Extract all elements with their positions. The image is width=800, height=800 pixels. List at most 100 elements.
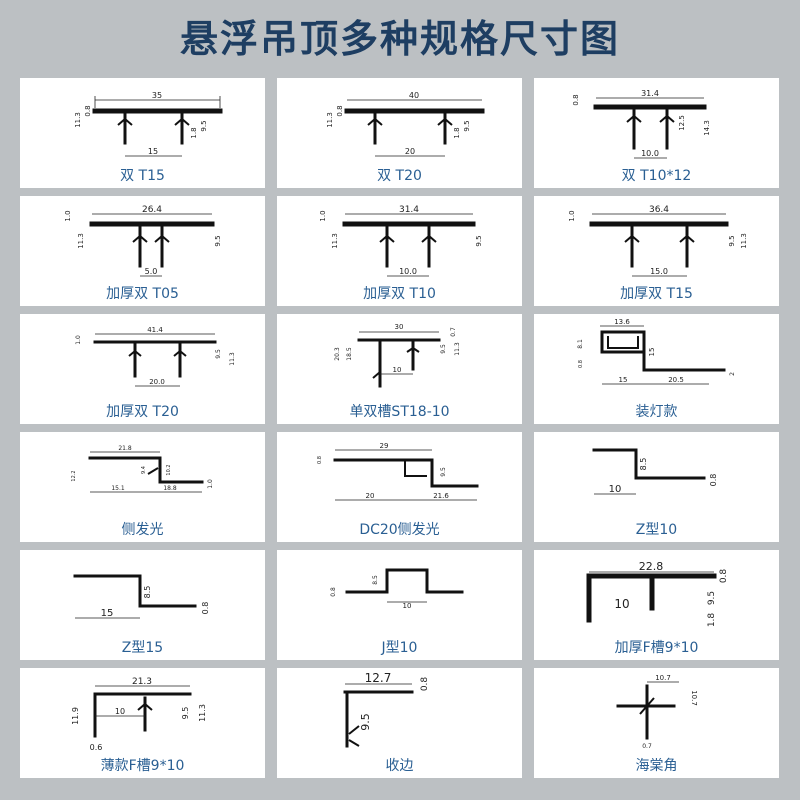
dim-label: 1.8 bbox=[453, 127, 461, 138]
dim-label: 12.2 bbox=[71, 470, 77, 481]
dim-label: 21.6 bbox=[433, 492, 449, 500]
profile-name: 双 T10*12 bbox=[621, 168, 692, 184]
profile-card-side-light: 21.8 12.2 9.4 10.2 15.1 18.8 1.0 侧发光 bbox=[20, 432, 265, 542]
dim-label: 11.3 bbox=[326, 112, 334, 128]
profile-card-dc20-side-light: 29 0.8 9.5 20 21.6 DC20侧发光 bbox=[277, 432, 522, 542]
profile-name: DC20侧发光 bbox=[359, 522, 440, 538]
dim-label: 15 bbox=[619, 376, 628, 384]
dim-label: 0.8 bbox=[420, 677, 430, 692]
dim-label: 41.4 bbox=[147, 326, 163, 334]
profile-drawing: 8.5 0.8 10 bbox=[330, 568, 464, 610]
dim-label: 1.0 bbox=[568, 210, 576, 221]
profile-name: 加厚双 T05 bbox=[106, 286, 179, 302]
profile-drawing: 36.4 15.0 1.0 9.5 11.3 bbox=[568, 205, 748, 277]
dim-label: 13.6 bbox=[614, 318, 630, 326]
dim-label: 9.5 bbox=[463, 120, 471, 131]
dim-label: 9.5 bbox=[181, 707, 190, 720]
profile-name: J型10 bbox=[381, 640, 418, 656]
profile-name: 侧发光 bbox=[121, 522, 164, 538]
profile-card-thick-double-t15: 36.4 15.0 1.0 9.5 11.3 加厚双 T15 bbox=[534, 196, 779, 306]
dim-label: 11.3 bbox=[740, 233, 748, 249]
profile-card-double-t20: 40 20 11.3 0.8 1.8 9.5 双 T20 bbox=[277, 78, 522, 188]
profile-name: 加厚F槽9*10 bbox=[614, 640, 699, 656]
dim-label: 8.5 bbox=[372, 575, 379, 585]
profile-card-thick-double-t05: 26.4 5.0 1.0 11.3 9.5 加厚双 T05 bbox=[20, 196, 265, 306]
dim-label: 20 bbox=[405, 147, 415, 156]
dim-label: 11.9 bbox=[71, 707, 80, 725]
profile-name: 单双槽ST18-10 bbox=[349, 404, 450, 420]
dim-label: 10.7 bbox=[690, 690, 698, 706]
dim-label: 30 bbox=[395, 323, 404, 331]
profile-card-thick-f-groove: 22.8 0.8 9.5 10 1.8 加厚F槽9*10 bbox=[534, 550, 779, 660]
dim-label: 9.5 bbox=[440, 467, 447, 477]
profile-card-double-t15: 35 15 11.3 0.8 1.8 9.5 双 T15 bbox=[20, 78, 265, 188]
dim-label: 10 bbox=[609, 484, 622, 495]
dim-label: 11.3 bbox=[229, 352, 236, 366]
dim-label: 1.8 bbox=[707, 613, 717, 628]
dim-label: 9.5 bbox=[359, 713, 372, 731]
dim-label: 0.8 bbox=[719, 569, 729, 584]
dim-label: 0.8 bbox=[84, 105, 92, 116]
profile-card-z15: 8.5 15 0.8 Z型15 bbox=[20, 550, 265, 660]
profile-name: 加厚双 T10 bbox=[363, 286, 436, 302]
dim-label: 15 bbox=[148, 147, 158, 156]
profile-drawing: 21.8 12.2 9.4 10.2 15.1 18.8 1.0 bbox=[71, 445, 214, 493]
profile-drawing: 8.5 10 0.8 bbox=[592, 448, 718, 495]
dim-label: 20.3 bbox=[334, 347, 341, 361]
profile-card-z10: 8.5 10 0.8 Z型10 bbox=[534, 432, 779, 542]
profile-name: 双 T20 bbox=[377, 168, 422, 184]
dim-label: 1.8 bbox=[190, 127, 198, 138]
profile-drawing: 21.3 11.9 10 9.5 11.3 0.6 bbox=[71, 677, 207, 752]
dim-label: 35 bbox=[152, 91, 162, 100]
profile-card-thin-f-groove: 21.3 11.9 10 9.5 11.3 0.6 薄款F槽9*10 bbox=[20, 668, 265, 778]
dim-label: 10.7 bbox=[655, 674, 671, 682]
dim-label: 10.0 bbox=[399, 267, 417, 276]
dim-label: 0.8 bbox=[201, 602, 210, 615]
profile-card-light-mount: 13.6 8.1 0.8 15 15 20.5 2 装灯款 bbox=[534, 314, 779, 424]
profile-drawing: 22.8 0.8 9.5 10 1.8 bbox=[586, 560, 729, 628]
dim-label: 0.8 bbox=[709, 474, 718, 487]
profile-name: 收边 bbox=[385, 758, 414, 774]
dim-label: 40 bbox=[409, 91, 419, 100]
profile-card-edge-trim: 12.7 0.8 9.5 收边 bbox=[277, 668, 522, 778]
profile-name: Z型15 bbox=[121, 640, 164, 656]
dim-label: 10 bbox=[393, 366, 402, 374]
dim-label: 9.5 bbox=[200, 120, 208, 131]
profile-card-double-t10x12: 31.4 10.0 0.8 12.5 14.3 双 T10*12 bbox=[534, 78, 779, 188]
profile-drawing: 29 0.8 9.5 20 21.6 bbox=[317, 442, 479, 501]
profile-name: 薄款F槽9*10 bbox=[100, 758, 185, 774]
dim-label: 8.1 bbox=[577, 339, 584, 349]
dim-label: 15 bbox=[648, 348, 656, 357]
dim-label: 20.5 bbox=[668, 376, 684, 384]
dim-label: 26.4 bbox=[142, 205, 162, 215]
profile-drawing: 35 15 11.3 0.8 1.8 9.5 bbox=[74, 91, 223, 157]
dim-label: 21.3 bbox=[132, 677, 152, 687]
profile-card-haitang-corner: 10.7 10.7 0.7 海棠角 bbox=[534, 668, 779, 778]
dim-label: 0.8 bbox=[317, 456, 323, 464]
dim-label: 9.5 bbox=[215, 349, 222, 359]
dim-label: 12.7 bbox=[365, 671, 392, 685]
dim-label: 0.7 bbox=[642, 743, 652, 750]
dim-label: 9.5 bbox=[707, 591, 717, 605]
profile-drawing: 13.6 8.1 0.8 15 15 20.5 2 bbox=[577, 318, 736, 385]
dim-label: 1.0 bbox=[75, 335, 82, 345]
dim-label: 9.5 bbox=[440, 344, 447, 354]
dim-label: 11.3 bbox=[77, 233, 85, 249]
dim-label: 10 bbox=[403, 602, 412, 610]
dim-label: 0.7 bbox=[450, 327, 457, 337]
dim-label: 20 bbox=[366, 492, 375, 500]
profile-grid: 35 15 11.3 0.8 1.8 9.5 双 T15 40 20 11.3 … bbox=[20, 78, 780, 778]
dim-label: 1.0 bbox=[207, 479, 214, 489]
dim-label: 20.0 bbox=[149, 378, 165, 386]
dim-label: 10.2 bbox=[166, 464, 172, 475]
dim-label: 8.5 bbox=[143, 586, 152, 599]
dim-label: 9.5 bbox=[214, 235, 222, 246]
dim-label: 18.8 bbox=[163, 485, 177, 492]
dim-label: 0.8 bbox=[330, 587, 337, 597]
dim-label: 15 bbox=[101, 608, 114, 619]
profile-name: 海棠角 bbox=[635, 758, 678, 774]
profile-drawing: 12.7 0.8 9.5 bbox=[343, 671, 430, 748]
profile-card-st18-10: 30 10 0.7 20.3 18.5 9.5 11.3 单双槽ST18-10 bbox=[277, 314, 522, 424]
profile-name: 双 T15 bbox=[120, 168, 165, 184]
profile-drawing: 8.5 15 0.8 bbox=[73, 574, 210, 619]
